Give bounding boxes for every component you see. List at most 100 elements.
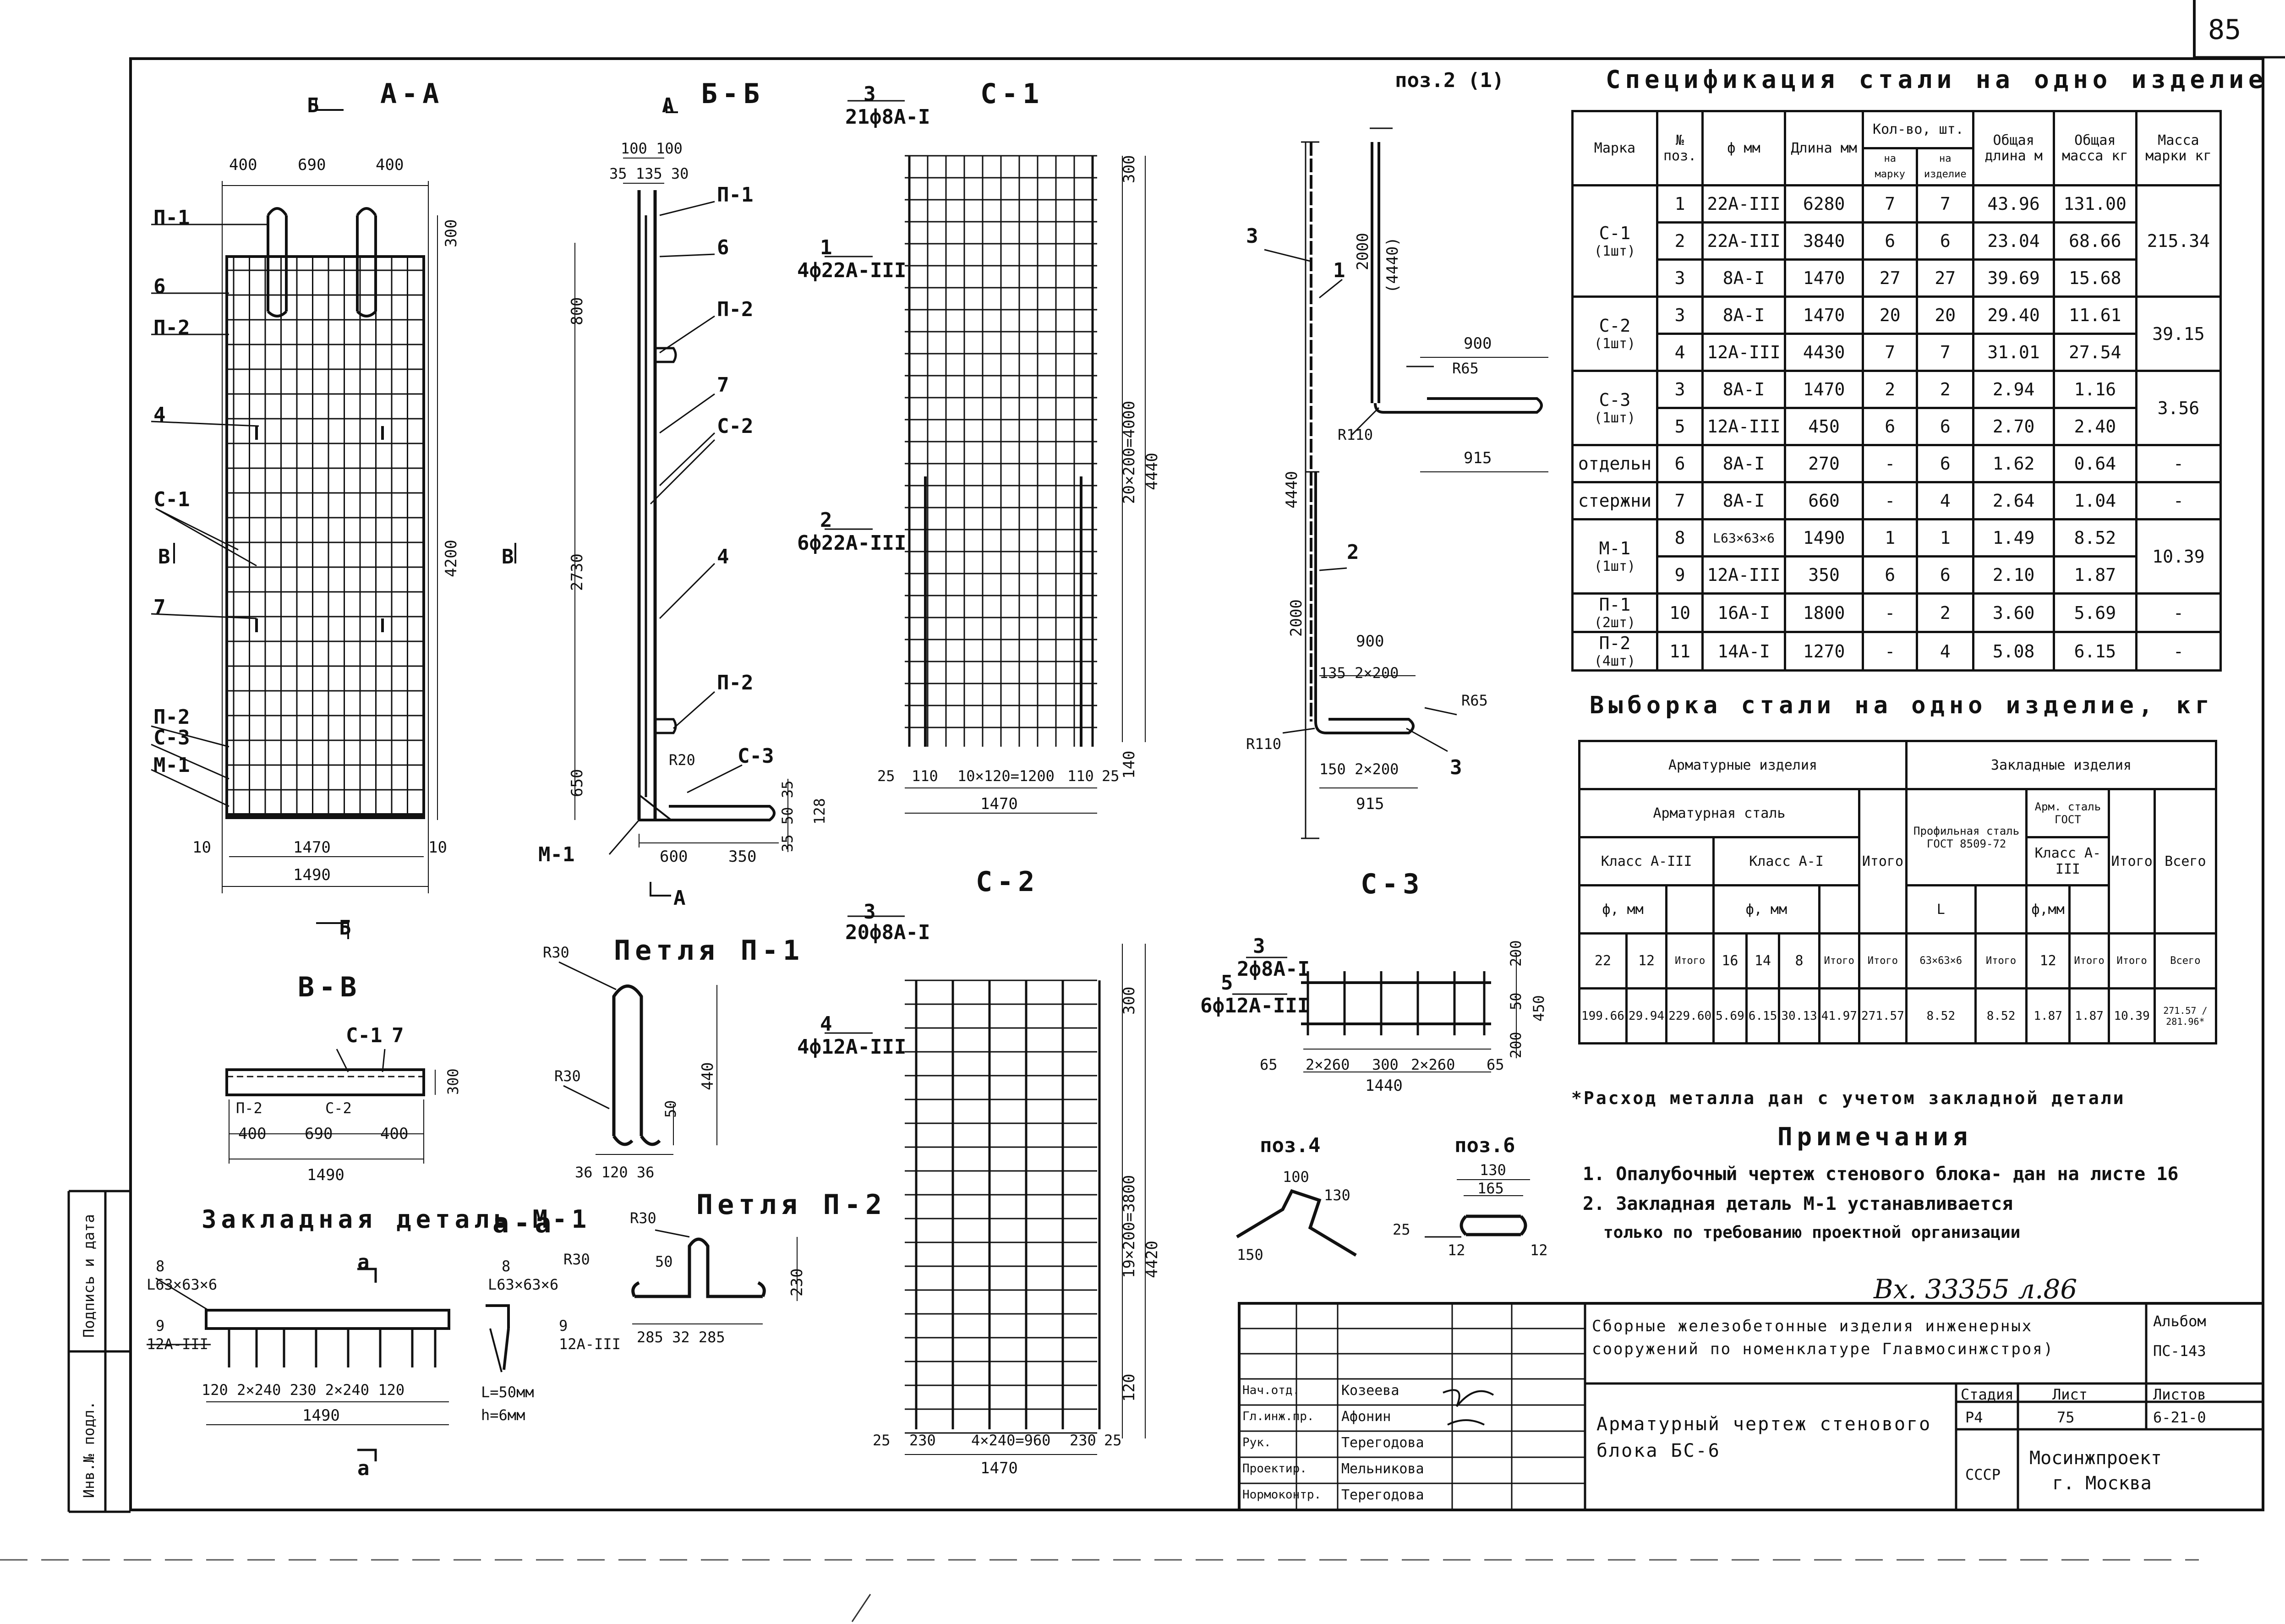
bb-dim-top1: 100 100 [621,140,683,157]
spec-cell-total-len: 31.01 [1972,333,2055,372]
spec-cell-pos: 3 [1656,295,1704,335]
spec-cell-total-mass: 27.54 [2052,333,2137,372]
sample-value: 199.66 [1578,987,1628,1044]
tb-role: Нач.отд. [1242,1383,1300,1397]
c3-dim-65r: 65 [1487,1056,1504,1073]
cut-mark-a-small-top: а [357,1251,370,1274]
bb-label-m1: М-1 [538,843,575,866]
cut-mark-v-right: В [502,545,514,569]
bb-label-r20: R20 [669,751,695,769]
sample-vsego: Всего [2153,788,2218,935]
m1-bar: 12А-III [147,1335,208,1353]
sample-value: 271.57 [1858,987,1908,1044]
spec-cell-total-len: 43.96 [1972,184,2055,224]
c2-mid-bars: 4ф12А-III [797,1035,907,1059]
spec-cell-diam: 14А-I [1701,631,1786,672]
sample-diam-2: ф, мм [1712,884,1820,935]
spec-cell-length: 1470 [1783,370,1864,409]
spec-cell-pos: 7 [1656,481,1704,520]
spec-cell-total-mass: 15.68 [2052,258,2137,298]
m1-dims: 120 2×240 230 2×240 120 [202,1381,405,1399]
spec-mark-qty: (1шт) [1594,410,1636,426]
pos2-label-3a: 3 [1246,224,1258,248]
spec-cell-total-mass: 11.61 [2052,295,2137,335]
spec-cell-mark: отдельн [1571,444,1658,483]
spec-cell-total-mass: 68.66 [2052,221,2137,261]
tb-code: СССР [1965,1466,2001,1483]
bb-label-6: 6 [717,236,729,259]
spec-h-diam: ф мм [1701,110,1786,186]
pos2-dim-900-top: 900 [1464,334,1492,353]
spec-mark: М-1 [1599,538,1631,558]
m1-lw: L=50мм [481,1383,534,1401]
cut-mark-v-left: В [158,545,170,569]
c1-dim-spacing-b: 10×120=1200 [957,767,1055,785]
c3-dim-2x260l: 2×260 [1306,1056,1350,1073]
aa-label-6: 6 [153,275,166,298]
spec-cell-qty-mark: 6 [1862,221,1919,261]
aa-dim-top-0: 400 [229,156,257,174]
cut-mark-a-top: А [662,94,674,117]
c1-top-bars: 21ф8А-I [845,105,930,129]
incoming-stamp: Вх. 33355 л.86 [1874,1274,2077,1305]
spec-cell-total-mass: 8.52 [2052,518,2137,558]
p1-r30a: R30 [543,944,569,961]
pos2-dim-900-bottom: 900 [1356,632,1384,651]
sample-reinf-products: Арматурные изделия [1578,740,1908,790]
spec-h-total-mass: Общая масса кг [2052,110,2137,186]
c2-title: С-2 [976,866,1039,898]
sample-profile-steel: Профильная сталь ГОСТ 8509-72 [1905,788,2028,886]
spec-cell-qty-item: 4 [1916,631,1975,672]
spec-mark: стержни [1578,491,1652,511]
spec-cell-total-mass: 5.69 [2052,592,2137,633]
m1-hw: h=6мм [481,1406,525,1424]
pos2-r110-bottom: R110 [1246,735,1282,753]
spec-cell-length: 1270 [1783,631,1864,672]
sample-blank-3 [1974,884,2028,935]
vv-dim-2: 400 [380,1125,409,1143]
spec-cell-diam: 8А-I [1701,481,1786,520]
spec-cell-qty-item: 2 [1916,592,1975,633]
c3-mid-bars: 6ф12А-III [1200,994,1310,1017]
spec-mark: С-2 [1599,316,1631,336]
spec-cell-qty-item: 6 [1916,407,1975,446]
pos2-r65-bottom: R65 [1461,692,1488,709]
pos2-dim-135: 135 2×200 [1319,664,1399,682]
c2-dim-230l: 230 [909,1432,936,1449]
spec-cell-mark: С-1(1шт) [1571,184,1658,298]
c3-dim-65l: 65 [1260,1056,1278,1073]
pos2-label-1: 1 [1333,259,1345,282]
tb-sheet-label: Лист [2052,1386,2088,1403]
spec-cell-pos: 6 [1656,444,1704,483]
spec-cell-qty-item: 20 [1916,295,1975,335]
aa-label-p2: П-2 [153,316,190,339]
sample-col-header: 8 [1778,932,1820,990]
spec-cell-total-len: 5.08 [1972,631,2055,672]
tb-name: Афонин [1341,1409,1391,1425]
tb-name: Терегодова [1341,1487,1424,1503]
sample-col-header: Всего [2153,932,2218,990]
pos2-title: поз.2 (1) [1395,69,1504,92]
spec-cell-mark-mass: 39.15 [2135,295,2222,372]
spec-cell-qty-mark: 6 [1862,407,1919,446]
notes-title: Примечания [1777,1122,1973,1151]
spec-cell-qty-mark: - [1862,631,1919,672]
c3-mid-count: 5 [1221,971,1233,995]
pos6-dim-d: 12 [1448,1241,1465,1259]
sample-blank-4 [2068,884,2110,935]
spec-mark: отдельн [1578,454,1652,474]
spec-cell-qty-mark: 6 [1862,555,1919,595]
spec-cell-qty-mark: 7 [1862,184,1919,224]
spec-cell-qty-item: 7 [1916,184,1975,224]
